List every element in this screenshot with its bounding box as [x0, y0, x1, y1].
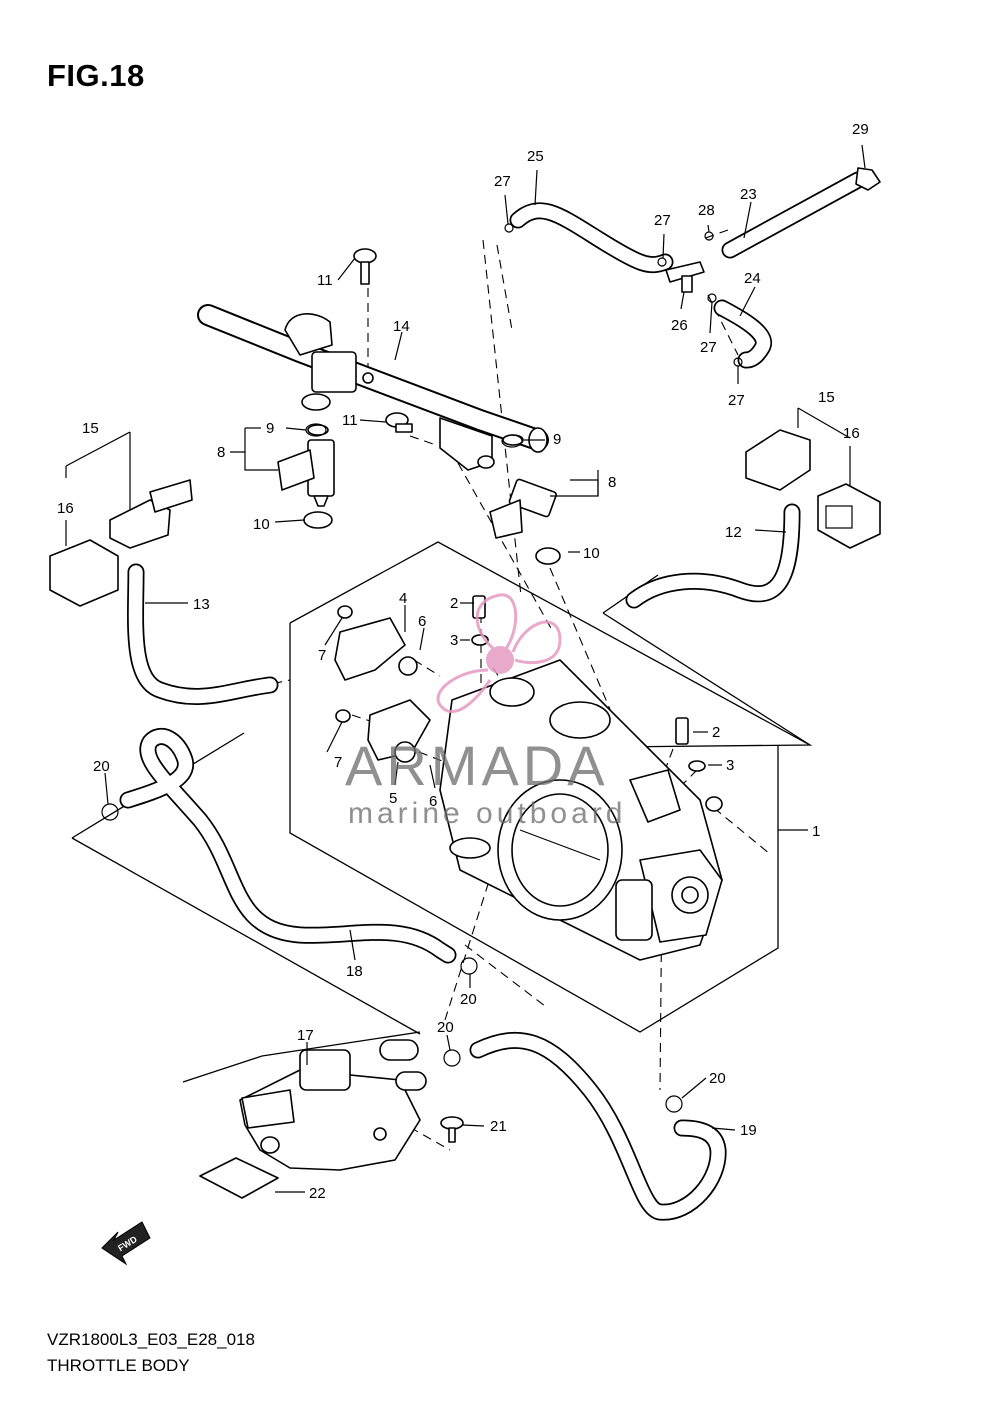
callout-15: 15 [818, 389, 835, 406]
fwd-arrow [101, 1221, 151, 1266]
cover-right [817, 483, 881, 549]
figure-caption: THROTTLE BODY [47, 1356, 190, 1375]
screw-21 [440, 1116, 464, 1143]
callout-13: 13 [193, 596, 210, 613]
throttle-body [439, 659, 723, 961]
hose-18 [119, 728, 457, 964]
watermark: ARMADA marine outboard [345, 593, 626, 830]
hose-23 [721, 171, 867, 259]
callout-20: 20 [93, 758, 110, 775]
callout-26: 26 [671, 317, 688, 334]
screw-11-mid [385, 412, 413, 433]
cover-left [49, 539, 119, 607]
callout-14: 14 [393, 318, 410, 335]
figure-title: FIG.18 [47, 58, 145, 93]
callout-27: 27 [700, 339, 717, 356]
callout-24: 24 [744, 270, 761, 287]
callout-11: 11 [317, 272, 333, 289]
label-22 [199, 1157, 279, 1199]
callout-25: 25 [527, 148, 544, 165]
fuel-delivery-pipe [197, 304, 549, 471]
fuel-injector-left [277, 424, 335, 529]
valve-assembly [239, 1039, 427, 1171]
hose-25 [509, 202, 674, 274]
callout-15: 15 [82, 420, 99, 437]
callout-3: 3 [726, 757, 734, 774]
callout-16: 16 [843, 425, 860, 442]
model-code: VZR1800L3_E03_E28_018 [47, 1330, 255, 1349]
screws-7 [335, 605, 353, 723]
callout-18: 18 [346, 963, 363, 980]
coupler-right [745, 429, 811, 491]
screw-11-top [353, 248, 377, 285]
callout-16: 16 [57, 500, 74, 517]
callout-20: 20 [460, 991, 477, 1008]
callout-6: 6 [429, 793, 437, 810]
hose-24 [713, 299, 772, 369]
callout-23: 23 [740, 186, 757, 203]
callout-20: 20 [437, 1019, 454, 1036]
leader-lines [65, 144, 866, 1193]
callout-8: 8 [217, 444, 225, 461]
callout-5: 5 [389, 790, 397, 807]
watermark-logo [436, 593, 562, 714]
sensor-5 [367, 699, 431, 763]
callout-28: 28 [698, 202, 715, 219]
callout-4: 4 [399, 590, 407, 607]
callout-8: 8 [608, 474, 616, 491]
watermark-tagline: marine outboard [348, 797, 626, 830]
callout-22: 22 [309, 1185, 326, 1202]
callout-2: 2 [712, 724, 720, 741]
callout-9: 9 [553, 431, 561, 448]
fuel-injector-right [489, 434, 561, 565]
hose-13 [127, 563, 279, 705]
callout-9: 9 [266, 420, 274, 437]
callout-11: 11 [342, 412, 358, 429]
callout-7: 7 [318, 647, 326, 664]
callout-20: 20 [709, 1070, 726, 1087]
callout-27: 27 [494, 173, 511, 190]
callout-10: 10 [583, 545, 600, 562]
hose-19 [469, 1031, 727, 1221]
callout-12: 12 [725, 524, 742, 541]
callout-21: 21 [490, 1118, 507, 1135]
coupler-left [109, 479, 193, 549]
callout-17: 17 [297, 1027, 314, 1044]
callout-19: 19 [740, 1122, 757, 1139]
callout-7: 7 [334, 754, 342, 771]
callout-27: 27 [728, 392, 745, 409]
callout-1: 1 [812, 823, 820, 840]
callout-10: 10 [253, 516, 270, 533]
joint-26-and-clamps [101, 167, 881, 1113]
watermark-brand: ARMADA [345, 734, 609, 797]
callout-labels: 29 25 27 23 28 27 24 26 27 27 11 14 11 9… [57, 121, 869, 1202]
hose-12 [625, 503, 801, 609]
callout-29: 29 [852, 121, 869, 138]
callout-27: 27 [654, 212, 671, 229]
callout-2: 2 [450, 595, 458, 612]
callout-6: 6 [418, 613, 426, 630]
callout-3: 3 [450, 632, 458, 649]
sensor-4 [334, 617, 418, 681]
